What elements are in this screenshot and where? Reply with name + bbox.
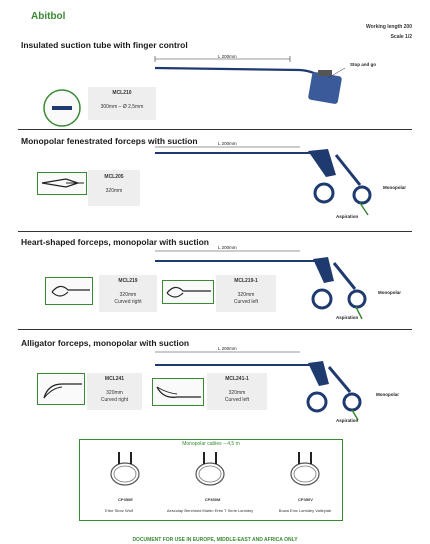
- cable-coil-icon: [110, 452, 140, 486]
- ref-code: MCL241-1: [225, 376, 249, 382]
- length-label: L 200mm: [218, 54, 237, 59]
- ref-code: MCL219-1: [234, 278, 258, 284]
- divider: [18, 231, 412, 232]
- ref-desc: 320mm: [119, 292, 137, 298]
- ref-code: MCL219: [118, 278, 138, 284]
- ref-desc: 300mm – Ø 2,5mm: [100, 104, 144, 110]
- ref-desc2: Curved right: [114, 299, 142, 305]
- heart-forceps-illustration: [155, 250, 367, 320]
- section-title-alligator: Alligator forceps, monopolar with suctio…: [21, 338, 190, 348]
- monopolar-cables-box: Monopolar cables – 4,5 m CP350E CP350M C…: [79, 439, 343, 521]
- section-title-heart-shaped: Heart-shaped forceps, monopolar with suc…: [21, 237, 209, 247]
- monopolar-label: Monopolar: [376, 392, 399, 397]
- ref-card: MCL241 320mm Curved right: [87, 373, 142, 410]
- ref-desc: 320mm: [237, 292, 255, 298]
- ref-code: MCL205: [104, 174, 124, 180]
- ref-card: MCL219 320mm Curved right: [99, 275, 157, 312]
- ref-card: MCL205 320mm: [88, 170, 140, 206]
- ref-desc: 320mm: [105, 188, 123, 194]
- cable-caption: Bowa Emc Lamidey Valleylab: [278, 508, 332, 513]
- stop-and-go-label: Stop and go: [350, 62, 376, 67]
- cable-caption: Aesculap Berchtold Martin Erbe T Serie L…: [166, 508, 254, 513]
- section-title-suction-tube: Insulated suction tube with finger contr…: [21, 40, 188, 50]
- ref-desc2: Curved right: [100, 397, 129, 403]
- aspiration-label: Aspiration: [336, 214, 359, 219]
- monopolar-label: Monopolar: [378, 290, 401, 295]
- forceps-tip-thumbnail: [37, 172, 87, 195]
- brand-name: Abitbol: [31, 11, 66, 22]
- cable-code: CP350M: [204, 497, 221, 502]
- alligator-tip-right-thumbnail: [37, 373, 85, 405]
- divider: [18, 129, 412, 130]
- ref-card: MCL241-1 320mm Curved left: [207, 373, 267, 410]
- alligator-forceps-illustration: [155, 351, 362, 421]
- tube-tip-thumbnail: [43, 89, 81, 127]
- aspiration-label: Aspiration: [336, 315, 359, 320]
- cable-code: CP350V: [298, 497, 313, 502]
- heart-tip-right-thumbnail: [45, 277, 93, 305]
- fenestrated-forceps-illustration: [155, 146, 372, 216]
- ref-desc: 320mm: [106, 390, 123, 396]
- section-title-fenestrated: Monopolar fenestrated forceps with sucti…: [21, 136, 198, 146]
- ref-desc: 320mm: [228, 390, 246, 396]
- ref-desc2: Curved left: [233, 299, 259, 305]
- cable-coil-icon: [195, 452, 225, 486]
- aspiration-label: Aspiration: [336, 418, 359, 423]
- length-label: L 200mm: [218, 346, 237, 351]
- divider: [18, 329, 412, 330]
- alligator-tip-left-thumbnail: [152, 378, 204, 406]
- ref-code: MCL241: [104, 376, 125, 382]
- working-length: Working length 200: [365, 24, 412, 30]
- cable-code: CP350E: [118, 497, 133, 502]
- cables-title: Monopolar cables – 4,5 m: [182, 441, 240, 447]
- suction-tube-illustration: [154, 56, 346, 104]
- scale-note: Scale 1/2: [390, 34, 412, 40]
- length-label: L 200mm: [218, 141, 237, 146]
- ref-card: MCL219-1 320mm Curved left: [216, 275, 276, 312]
- cable-caption: Erbe Storz Wolf: [105, 508, 133, 513]
- ref-desc2: Curved left: [224, 397, 250, 403]
- ref-card: MCL210 300mm – Ø 2,5mm: [88, 87, 156, 120]
- length-label: L 200mm: [218, 245, 237, 250]
- footer-notice: DOCUMENT FOR USE IN EUROPE, MIDDLE-EAST …: [132, 537, 298, 543]
- monopolar-label: Monopolar: [383, 185, 406, 190]
- ref-code: MCL210: [112, 90, 132, 96]
- heart-tip-left-thumbnail: [162, 280, 214, 304]
- cable-coil-icon: [290, 452, 320, 486]
